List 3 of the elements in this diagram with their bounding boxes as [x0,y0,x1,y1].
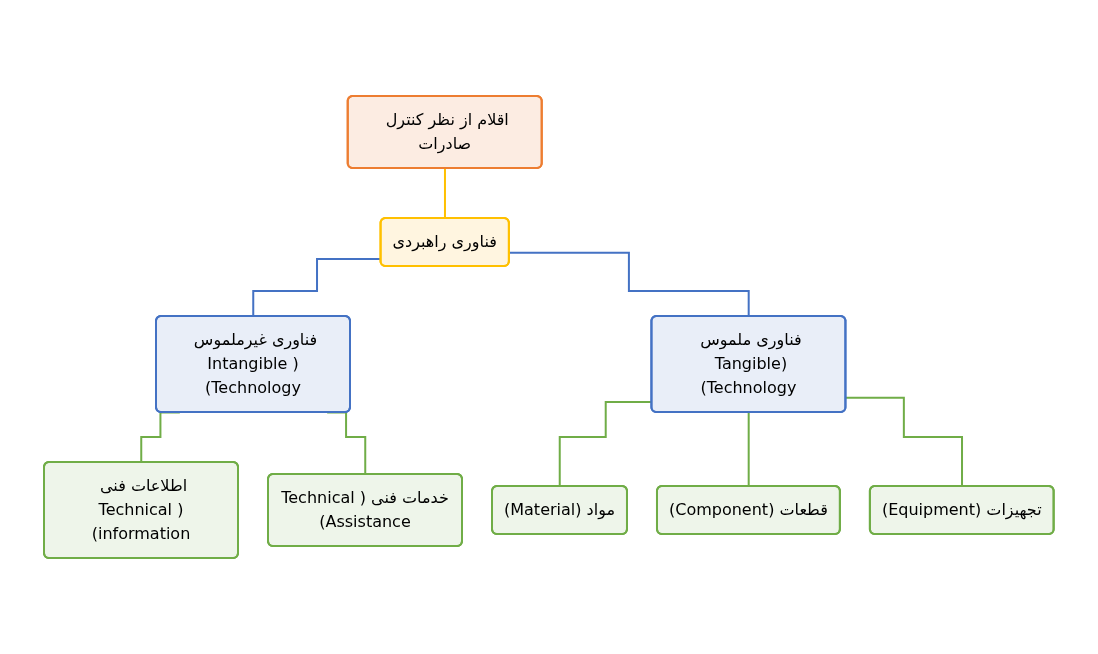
connector [845,396,964,488]
connector [747,411,751,488]
connector [444,167,447,220]
